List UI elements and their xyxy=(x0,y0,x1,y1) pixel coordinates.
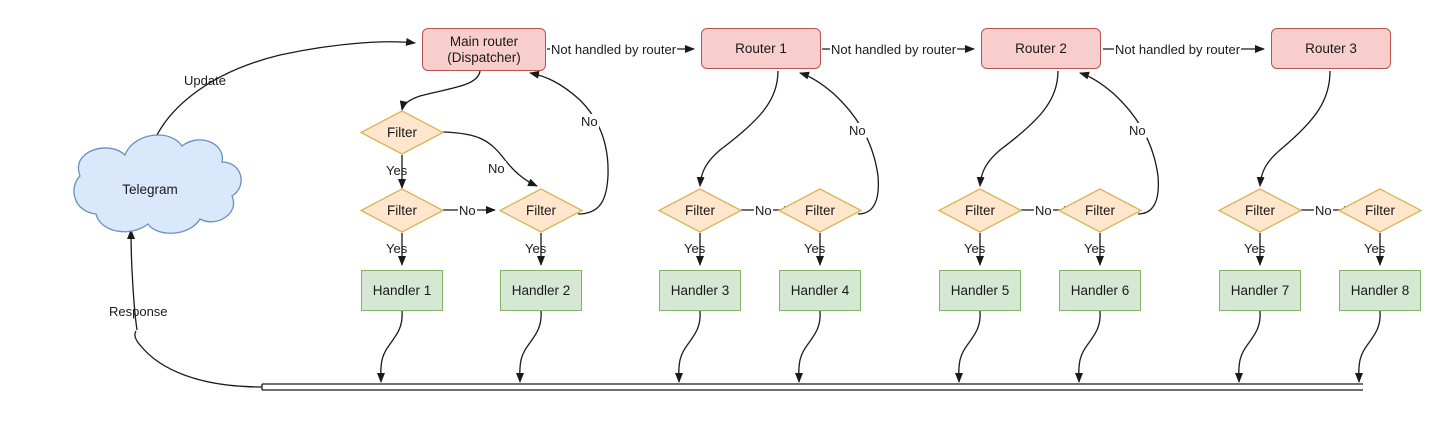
node-filter-7[interactable]: Filter xyxy=(1217,188,1303,233)
edge-h6-to-bus xyxy=(1074,310,1101,383)
node-handler-2[interactable]: Handler 2 xyxy=(500,270,582,311)
edge-label-not-handled-1: Not handled by router xyxy=(550,42,678,57)
cloud-shape xyxy=(73,134,242,234)
edge-main-to-f0 xyxy=(399,70,481,111)
edge-label-not-handled-3: Not handled by router xyxy=(1114,42,1242,57)
handler-6-label: Handler 6 xyxy=(1070,282,1130,298)
handler-1-label: Handler 1 xyxy=(372,282,432,298)
edge-label-yes-5: Yes xyxy=(804,241,826,256)
edge-h4-to-bus xyxy=(794,310,821,383)
handler-2-label: Handler 2 xyxy=(511,282,571,298)
node-filter-2[interactable]: Filter xyxy=(498,188,584,233)
filter-diamond-shape xyxy=(359,188,445,233)
edge-label-yes-7: Yes xyxy=(1084,241,1106,256)
router-1-label: Router 1 xyxy=(735,40,787,56)
edge-response xyxy=(127,229,138,331)
edge-label-no-back-r1: No xyxy=(848,123,867,138)
edge-h8-to-bus xyxy=(1354,310,1381,383)
node-filter-5[interactable]: Filter xyxy=(937,188,1023,233)
edge-label-no-mid-2: No xyxy=(754,203,773,218)
telegram-label: Telegram xyxy=(122,182,178,197)
edge-label-no-top: No xyxy=(487,161,506,176)
edge-h3-to-bus xyxy=(674,310,701,383)
edge-label-update: Update xyxy=(184,73,226,88)
edge-h2-to-bus xyxy=(515,310,542,383)
filter-diamond-shape xyxy=(359,110,445,155)
edge-label-no-mid-4: No xyxy=(1314,203,1333,218)
node-filter-4[interactable]: Filter xyxy=(777,188,863,233)
handler-4-label: Handler 4 xyxy=(790,282,850,298)
node-handler-3[interactable]: Handler 3 xyxy=(659,270,741,311)
node-handler-7[interactable]: Handler 7 xyxy=(1219,270,1301,311)
handler-3-label: Handler 3 xyxy=(670,282,730,298)
node-filter-6[interactable]: Filter xyxy=(1057,188,1143,233)
node-handler-6[interactable]: Handler 6 xyxy=(1059,270,1141,311)
handler-7-label: Handler 7 xyxy=(1230,282,1290,298)
node-main-router[interactable]: Main router (Dispatcher) xyxy=(422,28,546,71)
edge-label-no-back-r2: No xyxy=(1128,123,1147,138)
node-handler-5[interactable]: Handler 5 xyxy=(939,270,1021,311)
filter-diamond-shape xyxy=(498,188,584,233)
edge-f2-no-back xyxy=(529,70,609,215)
router-2-label: Router 2 xyxy=(1015,40,1067,56)
edge-label-no-back-main: No xyxy=(580,114,599,129)
edge-update xyxy=(147,37,416,159)
node-handler-8[interactable]: Handler 8 xyxy=(1339,270,1421,311)
edge-label-no-mid-3: No xyxy=(1034,203,1053,218)
response-bus xyxy=(134,330,1363,391)
node-filter-8[interactable]: Filter xyxy=(1337,188,1423,233)
handler-8-label: Handler 8 xyxy=(1350,282,1410,298)
filter-diamond-shape xyxy=(1337,188,1423,233)
edge-label-no-mid-1: No xyxy=(458,203,477,218)
edge-h5-to-bus xyxy=(954,310,981,383)
edge-r3-to-f7 xyxy=(1256,70,1331,187)
edge-r1-to-f3 xyxy=(696,70,779,187)
edge-label-not-handled-2: Not handled by router xyxy=(830,42,958,57)
node-filter-3[interactable]: Filter xyxy=(657,188,743,233)
node-router-1[interactable]: Router 1 xyxy=(701,28,821,69)
router-3-label: Router 3 xyxy=(1305,40,1357,56)
edge-label-yes-2: Yes xyxy=(386,241,408,256)
edge-h7-to-bus xyxy=(1234,310,1261,383)
main-router-label-line1: Main router xyxy=(449,33,519,49)
filter-diamond-shape xyxy=(1057,188,1143,233)
edge-label-yes-8: Yes xyxy=(1244,241,1266,256)
edge-f0-no xyxy=(442,131,538,187)
filter-diamond-shape xyxy=(777,188,863,233)
node-filter-1[interactable]: Filter xyxy=(359,188,445,233)
node-filter-0[interactable]: Filter xyxy=(359,110,445,155)
edge-label-yes-4: Yes xyxy=(684,241,706,256)
edge-label-yes-1: Yes xyxy=(386,163,408,178)
node-handler-4[interactable]: Handler 4 xyxy=(779,270,861,311)
edge-label-yes-3: Yes xyxy=(525,241,547,256)
main-router-label-line2: (Dispatcher) xyxy=(447,49,521,65)
handler-5-label: Handler 5 xyxy=(950,282,1010,298)
edge-label-yes-6: Yes xyxy=(964,241,986,256)
edge-h1-to-bus xyxy=(376,310,403,383)
edge-label-response: Response xyxy=(109,304,168,319)
node-router-2[interactable]: Router 2 xyxy=(981,28,1101,69)
node-handler-1[interactable]: Handler 1 xyxy=(361,270,443,311)
filter-diamond-shape xyxy=(1217,188,1303,233)
filter-diamond-shape xyxy=(657,188,743,233)
filter-diamond-shape xyxy=(937,188,1023,233)
edge-r2-to-f5 xyxy=(976,70,1059,187)
node-router-3[interactable]: Router 3 xyxy=(1271,28,1391,69)
edge-label-yes-9: Yes xyxy=(1364,241,1386,256)
